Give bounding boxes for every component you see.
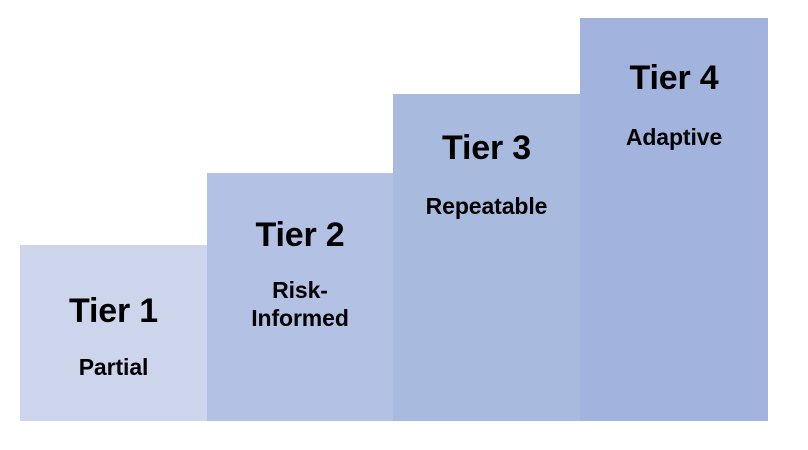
tier-2-title: Tier 2 (255, 216, 345, 254)
tier-4-title: Tier 4 (629, 59, 719, 97)
tier-bar-3: Tier 3 Repeatable (393, 94, 580, 421)
tier-3-subtitle: Repeatable (425, 192, 548, 219)
tier-bar-4: Tier 4 Adaptive (580, 18, 768, 421)
tier-bar-1: Tier 1 Partial (20, 245, 207, 421)
tier-1-subtitle: Partial (78, 353, 149, 380)
tier-3-title: Tier 3 (442, 129, 531, 167)
tier-4-subtitle: Adaptive (625, 123, 723, 150)
tier-2-subtitle: Risk-Informed (251, 276, 349, 331)
tier-1-title: Tier 1 (69, 292, 158, 330)
tier-bar-2: Tier 2 Risk-Informed (207, 173, 393, 421)
